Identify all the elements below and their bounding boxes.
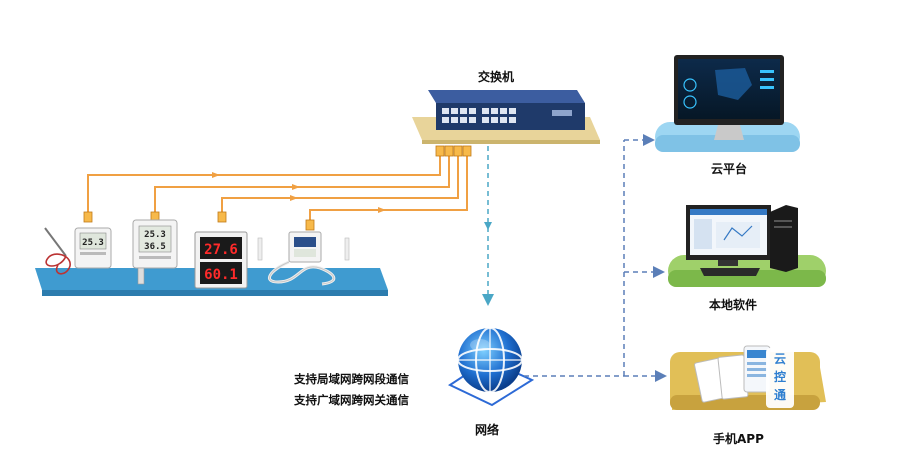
network-label: 网络 [475,423,500,437]
network-to-clients-links [524,134,667,382]
cable-1 [87,155,441,213]
note-wan: 支持广域网跨网关通信 [294,393,409,407]
mid-arrow [484,222,492,230]
sensor-device-1 [74,227,112,269]
sensor-device-3 [194,231,248,289]
cable-2 [154,155,450,213]
mobile-app-device [670,345,826,410]
network-globe-icon [447,327,535,407]
local-software-device [668,205,826,287]
local-software-label: 本地软件 [709,298,758,312]
sensor-cables [87,155,468,222]
cable-connectors [83,145,472,231]
cloud-platform-device [655,55,800,152]
mobile-app-label: 手机APP [713,432,764,446]
cable-arrows [212,172,386,213]
cable-3 [221,155,459,213]
sensor-device-2 [132,219,178,285]
cable-4 [309,155,468,222]
cloud-platform-label: 云平台 [711,162,748,176]
note-lan: 支持局域网跨网段通信 [294,372,409,386]
network-switch [412,90,600,144]
sensor-device-4 [257,231,350,286]
switch-label: 交换机 [478,70,515,84]
temperature-probe [44,227,71,275]
